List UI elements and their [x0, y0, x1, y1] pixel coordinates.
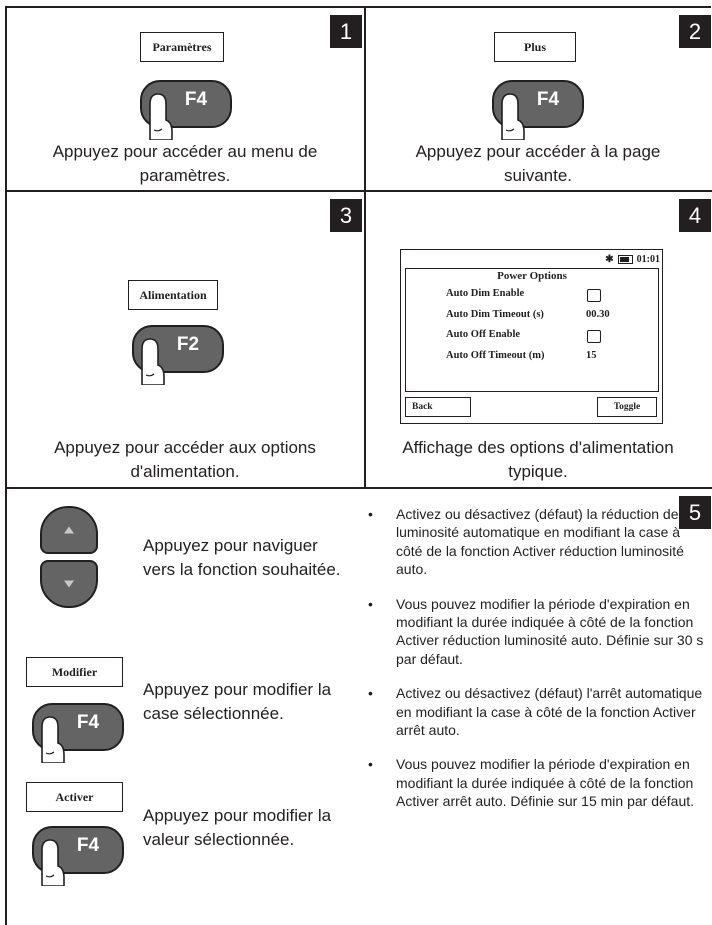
key-label: F2	[176, 334, 200, 355]
status-bar: ✱ 01:01	[605, 254, 660, 265]
finger-icon	[41, 716, 65, 763]
key-label: F4	[184, 89, 208, 110]
back-button[interactable]: Back	[405, 397, 471, 417]
bullet-item: Vous pouvez modifier la période d'expira…	[368, 755, 708, 810]
key-label: F4	[76, 712, 100, 733]
nav-instruction: Appuyez pour naviguer vers la fonction s…	[143, 534, 341, 582]
modify-instruction: Appuyez pour modifier la case sélectionn…	[143, 678, 331, 726]
softkey-parametres[interactable]: Paramètres	[140, 32, 224, 62]
f4-key[interactable]: F4	[492, 80, 584, 140]
toggle-button[interactable]: Toggle	[597, 397, 657, 417]
auto-dim-checkbox[interactable]	[587, 289, 601, 302]
asterisk-icon: ✱	[605, 254, 614, 265]
option-label: Auto Dim Enable	[446, 288, 525, 299]
bullet-item: Vous pouvez modifier la période d'expira…	[368, 595, 708, 669]
text-line: Appuyez pour modifier la	[143, 680, 332, 699]
battery-icon	[617, 255, 633, 264]
key-label: F4	[76, 835, 100, 856]
clock: 01:01	[636, 254, 660, 265]
caption-line: suivante.	[503, 166, 573, 185]
caption-line: Appuyez pour accéder au menu de	[52, 142, 318, 161]
auto-off-checkbox[interactable]	[587, 330, 601, 343]
f4-key[interactable]: F4	[32, 703, 124, 763]
finger-icon	[501, 93, 525, 140]
option-label: Auto Off Enable	[446, 329, 521, 340]
caption-line: Appuyez pour accéder à la page	[415, 142, 661, 161]
step-number-2: 2	[679, 15, 711, 48]
divider	[364, 6, 366, 489]
caption-step2: Appuyez pour accéder à la page suivante.	[372, 140, 704, 188]
caption-line: d'alimentation.	[130, 462, 240, 481]
softkey-modifier[interactable]: Modifier	[26, 657, 123, 687]
step-number-3: 3	[330, 199, 362, 232]
arrow-up-icon	[64, 526, 74, 534]
arrow-down-icon	[64, 580, 74, 588]
text-line: Appuyez pour naviguer	[143, 536, 318, 555]
softkey-activer[interactable]: Activer	[26, 782, 123, 812]
screen-title: Power Options	[497, 270, 567, 282]
caption-line: typique.	[508, 462, 568, 481]
option-label: Auto Off Timeout (m)	[446, 350, 545, 361]
softkey-alimentation[interactable]: Alimentation	[128, 280, 218, 310]
finger-icon	[41, 839, 65, 886]
text-line: vers la fonction souhaitée.	[143, 560, 341, 579]
f4-key[interactable]: F4	[32, 826, 124, 886]
key-label: F4	[536, 89, 560, 110]
option-value: 00.30	[586, 309, 610, 320]
bullet-item: Activez ou désactivez (défaut) la réduct…	[368, 505, 708, 579]
f4-key[interactable]: F4	[140, 80, 232, 140]
options-panel: Power Options Auto Dim Enable Auto Dim T…	[405, 268, 659, 392]
caption-line: Appuyez pour accéder aux options	[54, 438, 316, 457]
text-line: valeur sélectionnée.	[143, 830, 295, 849]
text-line: Appuyez pour modifier la	[143, 806, 332, 825]
text-line: case sélectionnée.	[143, 704, 284, 723]
option-label: Auto Dim Timeout (s)	[446, 309, 544, 320]
caption-step3: Appuyez pour accéder aux options d'alime…	[20, 436, 350, 484]
down-arrow-key[interactable]	[40, 560, 98, 608]
table-frame	[5, 6, 711, 925]
divider	[5, 487, 712, 489]
bullet-list: Activez ou désactivez (défaut) la réduct…	[368, 505, 708, 827]
device-screen: ✱ 01:01 Power Options Auto Dim Enable Au…	[400, 249, 663, 424]
finger-icon	[149, 93, 173, 140]
step-number-1: 1	[330, 15, 362, 48]
activate-instruction: Appuyez pour modifier la valeur sélectio…	[143, 804, 331, 852]
caption-step4: Affichage des options d'alimentation typ…	[368, 436, 708, 484]
divider	[5, 190, 712, 192]
bullet-item: Activez ou désactivez (défaut) l'arrêt a…	[368, 684, 708, 739]
option-value: 15	[586, 350, 597, 361]
softkey-plus[interactable]: Plus	[494, 32, 576, 62]
finger-icon	[141, 338, 165, 385]
step-number-4: 4	[679, 199, 711, 232]
caption-line: paramètres.	[139, 166, 231, 185]
f2-key[interactable]: F2	[132, 325, 224, 385]
caption-step1: Appuyez pour accéder au menu de paramètr…	[20, 140, 350, 188]
up-arrow-key[interactable]	[40, 506, 98, 554]
caption-line: Affichage des options d'alimentation	[402, 438, 674, 457]
